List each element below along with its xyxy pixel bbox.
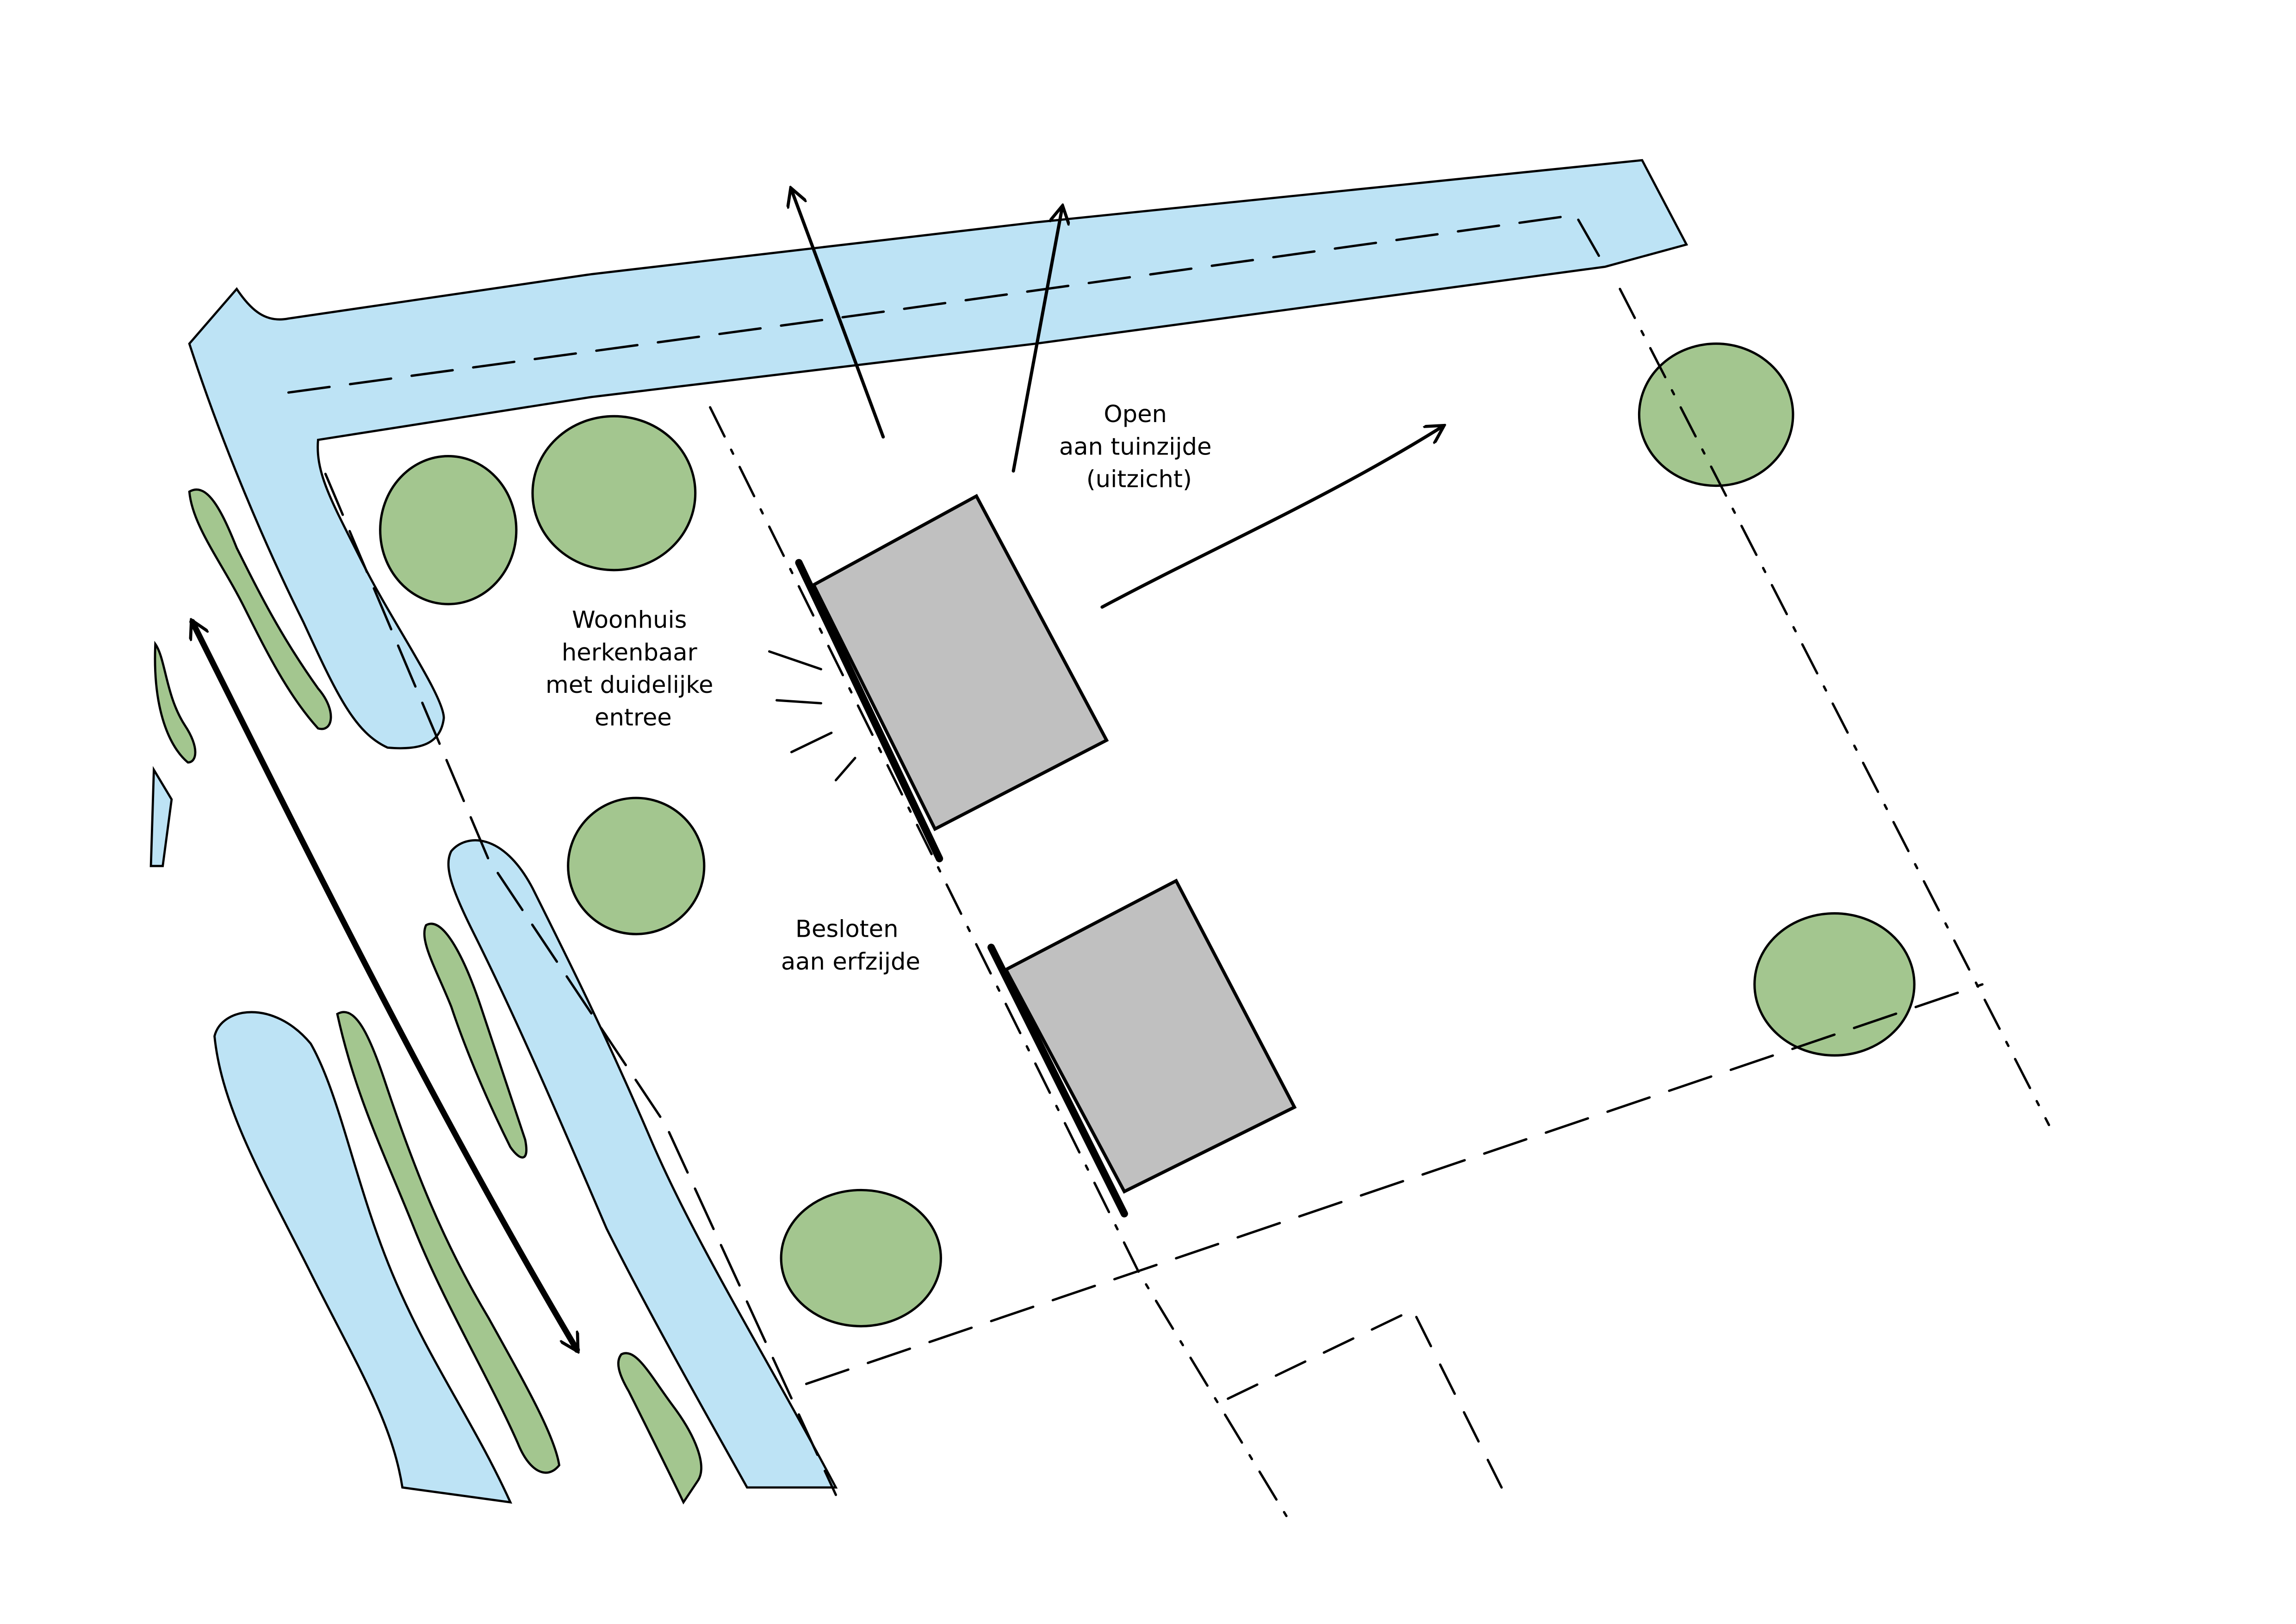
label-line: entree bbox=[595, 704, 672, 731]
entrance-facade bbox=[795, 559, 943, 863]
plot-line-west bbox=[709, 406, 1289, 1518]
tree bbox=[567, 796, 706, 935]
label-line: aan erfzijde bbox=[781, 948, 920, 976]
house-second bbox=[1004, 878, 1297, 1194]
label-open: Open aan tuinzijde (uitzicht) bbox=[1059, 401, 1219, 493]
label-line: Woonhuis bbox=[572, 606, 687, 634]
plot-line-south bbox=[805, 983, 1984, 1385]
canal-centerline bbox=[287, 213, 1607, 394]
label-line: herkenbaar bbox=[562, 639, 698, 666]
route-double-arrow bbox=[192, 622, 580, 1350]
view-arrow-north bbox=[791, 190, 885, 439]
label-line: Open bbox=[1104, 401, 1167, 428]
hedge bbox=[154, 641, 197, 764]
tree bbox=[780, 1188, 942, 1328]
house-main bbox=[811, 494, 1109, 832]
label-line: Besloten bbox=[795, 916, 899, 943]
hedge bbox=[617, 1352, 702, 1505]
canal-left-small bbox=[149, 766, 173, 867]
entrance-emphasis-marks bbox=[768, 650, 856, 782]
arrows bbox=[192, 190, 1443, 1350]
view-arrow-east bbox=[1100, 427, 1442, 609]
tree bbox=[531, 415, 697, 572]
entrance-facade bbox=[987, 944, 1128, 1218]
label-woonhuis: Woonhuis herkenbaar met duidelijke entre… bbox=[546, 606, 721, 731]
label-line: (uitzicht) bbox=[1086, 466, 1192, 493]
tree bbox=[379, 455, 518, 605]
label-besloten: Besloten aan erfzijde bbox=[781, 916, 920, 976]
tree bbox=[1638, 342, 1794, 487]
plot-line-neighbour bbox=[1227, 1308, 1503, 1489]
label-line: aan tuinzijde bbox=[1059, 433, 1212, 460]
label-line: met duidelijke bbox=[546, 672, 713, 699]
view-arrow-north-2 bbox=[1011, 207, 1062, 473]
buildings bbox=[768, 494, 1297, 1218]
